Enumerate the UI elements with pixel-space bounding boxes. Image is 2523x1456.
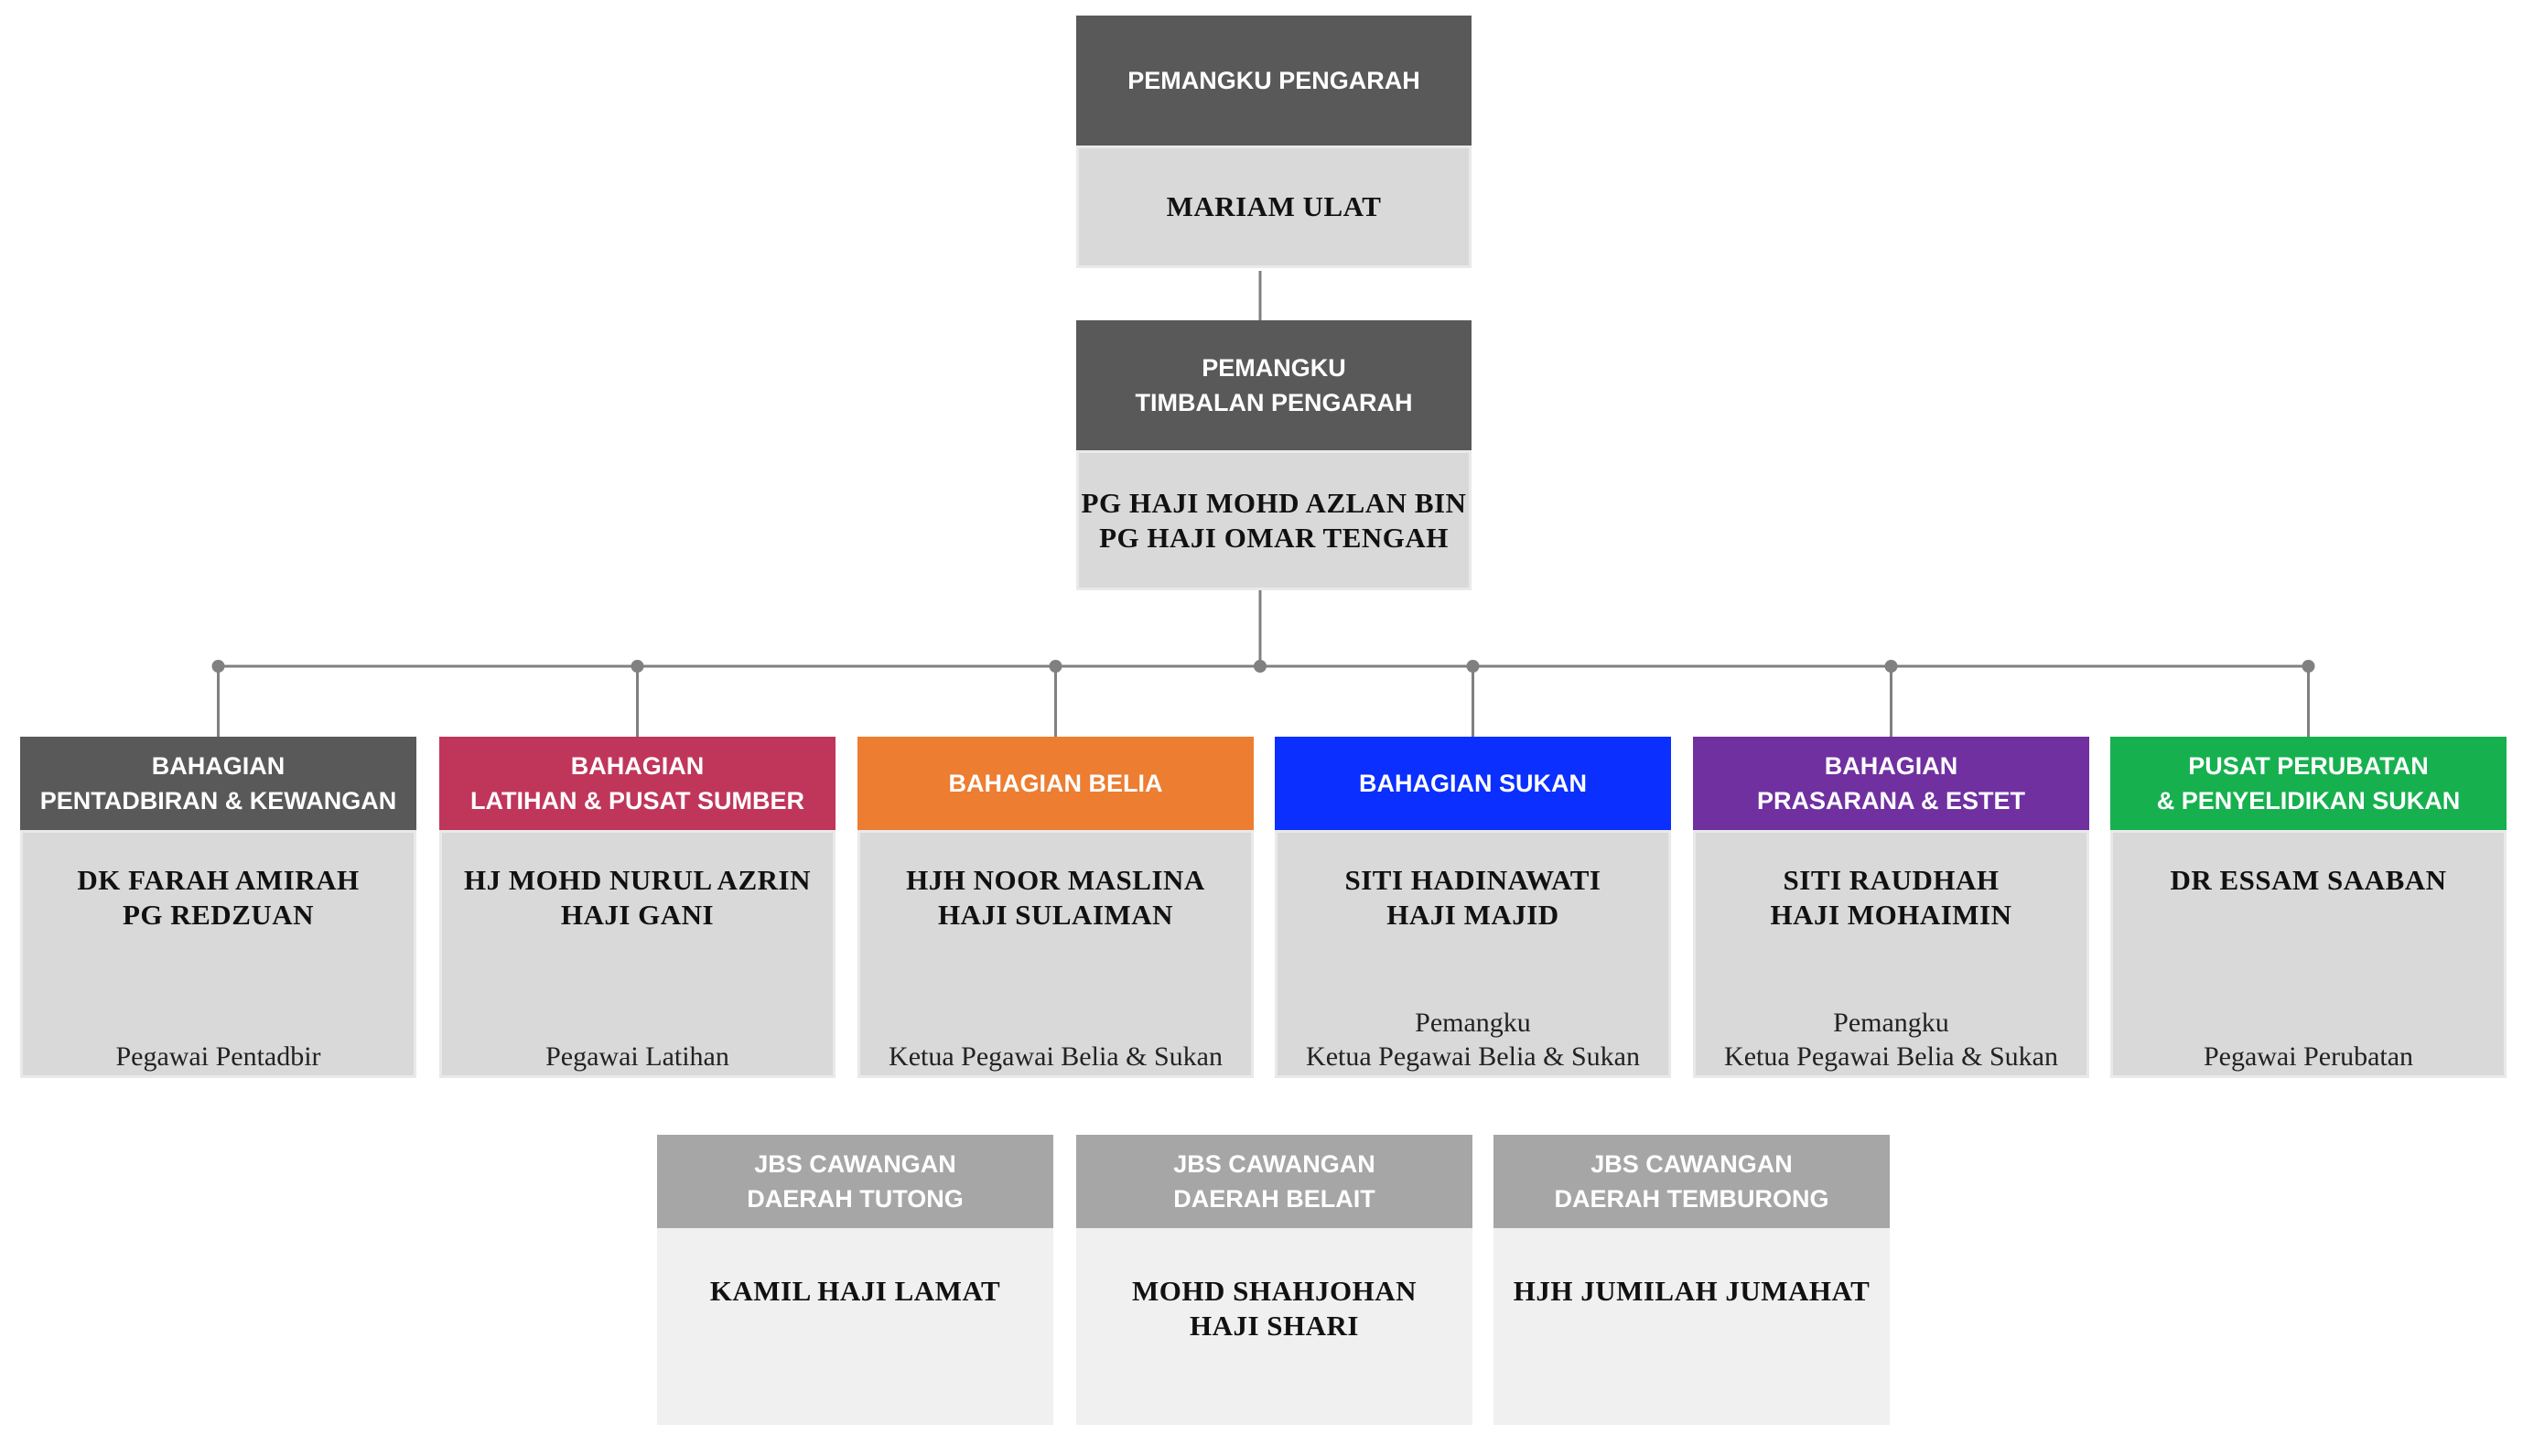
- division-title: BAHAGIAN PENTADBIRAN & KEWANGAN: [20, 737, 416, 830]
- division-title-line-1: BAHAGIAN: [570, 752, 705, 780]
- division-title-line-1: BAHAGIAN SUKAN: [1359, 770, 1587, 797]
- division-name-line-1: DK FARAH AMIRAH: [77, 864, 360, 896]
- division-head-role: Pegawai Latihan: [545, 1000, 729, 1073]
- division-title-line-2: PENTADBIRAN & KEWANGAN: [39, 787, 397, 814]
- division-role-line-1: Ketua Pegawai Belia & Sukan: [889, 1041, 1223, 1072]
- deputy-title-line-2: TIMBALAN PENGARAH: [1135, 389, 1413, 416]
- branch-name-line-1: HJH JUMILAH JUMAHAT: [1513, 1275, 1871, 1307]
- branch-title-line-1: JBS CAWANGAN: [754, 1150, 956, 1178]
- division-name-line-1: HJH NOOR MASLINA: [906, 864, 1205, 896]
- branch-box: JBS CAWANGAN DAERAH TEMBURONG HJH JUMILAH …: [1493, 1135, 1890, 1425]
- branch-box: JBS CAWANGAN DAERAH TUTONG KAMIL HAJI LAMA…: [657, 1135, 1053, 1425]
- division-box: BAHAGIAN PENTADBIRAN & KEWANGAN DK FARAH A…: [20, 737, 416, 1078]
- deputy-name-line-1: PG HAJI MOHD AZLAN BIN: [1081, 486, 1467, 519]
- division-role-line-1: Pegawai Perubatan: [2203, 1041, 2414, 1072]
- deputy-name-line-2: PG HAJI OMAR TENGAH: [1099, 521, 1449, 554]
- division-name-line-2: HAJI GANI: [560, 899, 715, 931]
- branch-body: KAMIL HAJI LAMAT: [657, 1228, 1053, 1425]
- division-title: PUSAT PERUBATAN & PENYELIDIKAN SUKAN: [2110, 737, 2507, 830]
- deputy-box: PEMANGKU TIMBALAN PENGARAH PG HAJI MOHD …: [1076, 320, 1472, 590]
- division-role-line-1: Pemangku: [1415, 1008, 1531, 1038]
- division-box: PUSAT PERUBATAN & PENYELIDIKAN SUKAN DR ES…: [2110, 737, 2507, 1078]
- division-drops: [211, 660, 2315, 737]
- branch-title: JBS CAWANGAN DAERAH TUTONG: [657, 1135, 1053, 1228]
- director-title-text: PEMANGKU PENGARAH: [1127, 67, 1420, 94]
- branch-title-line-2: DAERAH TUTONG: [747, 1185, 964, 1213]
- division-drop-dot: [1466, 660, 1480, 673]
- branch-title-line-1: JBS CAWANGAN: [1590, 1150, 1793, 1178]
- division-title: BAHAGIAN PRASARANA & ESTET: [1693, 737, 2089, 830]
- division-name-line-2: HAJI MAJID: [1386, 899, 1559, 931]
- division-title-line-1: PUSAT PERUBATAN: [2188, 752, 2429, 780]
- division-name-line-2: HAJI MOHAIMIN: [1770, 899, 2012, 931]
- division-title-line-1: BAHAGIAN BELIA: [948, 770, 1163, 797]
- division-title: BAHAGIAN SUKAN: [1275, 737, 1671, 830]
- division-head-name: DR ESSAM SAABAN: [2170, 863, 2446, 1000]
- division-role-line-1: Pegawai Latihan: [545, 1041, 729, 1072]
- director-body: MARIAM ULAT: [1076, 146, 1472, 268]
- division-title-line-2: & PENYELIDIKAN SUKAN: [2156, 787, 2461, 814]
- branch-title-line-2: DAERAH TEMBURONG: [1554, 1185, 1829, 1213]
- director-box: PEMANGKU PENGARAH MARIAM ULAT: [1076, 16, 1472, 268]
- division-box: BAHAGIAN LATIHAN & PUSAT SUMBER HJ MOHD NU…: [439, 737, 836, 1078]
- division-drop-dot: [631, 660, 644, 673]
- division-title-line-2: PRASARANA & ESTET: [1756, 787, 2026, 814]
- branch-name-line-2: HAJI SHARI: [1189, 1310, 1359, 1342]
- division-drop-dot: [2302, 660, 2315, 673]
- division-title: BAHAGIAN LATIHAN & PUSAT SUMBER: [439, 737, 836, 830]
- branch-name-line-1: MOHD SHAHJOHAN: [1132, 1275, 1417, 1307]
- division-name-line-1: SITI RAUDHAH: [1783, 864, 2000, 896]
- division-role-line-2: Ketua Pegawai Belia & Sukan: [1724, 1041, 2058, 1072]
- division-name-line-1: DR ESSAM SAABAN: [2170, 864, 2447, 896]
- division-role-line-1: Pegawai Pentadbir: [115, 1041, 321, 1072]
- branch-title-line-1: JBS CAWANGAN: [1173, 1150, 1375, 1178]
- director-name: MARIAM ULAT: [1166, 190, 1382, 222]
- deputy-body: PG HAJI MOHD AZLAN BIN PG HAJI OMAR TENG…: [1076, 450, 1472, 590]
- division-head-role: Pegawai Perubatan: [2204, 1000, 2413, 1073]
- branch-title: JBS CAWANGAN DAERAH TEMBURONG: [1493, 1135, 1890, 1228]
- division-name-line-1: SITI HADINAWATI: [1344, 864, 1601, 896]
- division-drop-dot: [1049, 660, 1062, 673]
- branch-name-line-1: KAMIL HAJI LAMAT: [709, 1275, 1001, 1307]
- division-head-role: Ketua Pegawai Belia & Sukan: [889, 1000, 1223, 1073]
- deputy-title: PEMANGKU TIMBALAN PENGARAH: [1076, 320, 1472, 450]
- division-body: DR ESSAM SAABAN Pegawai Perubatan: [2110, 830, 2507, 1078]
- division-head-role: Pegawai Pentadbir: [115, 1000, 320, 1073]
- division-role-line-2: Ketua Pegawai Belia & Sukan: [1306, 1041, 1640, 1072]
- division-title: BAHAGIAN BELIA: [857, 737, 1254, 830]
- division-drop-dot: [211, 660, 225, 673]
- division-drop-dot: [1884, 660, 1898, 673]
- division-title-line-2: LATIHAN & PUSAT SUMBER: [470, 787, 804, 814]
- division-name-line-1: HJ MOHD NURUL AZRIN: [464, 864, 811, 896]
- deputy-title-line-1: PEMANGKU: [1202, 354, 1346, 382]
- division-title-line-1: BAHAGIAN: [1824, 752, 1958, 780]
- branch-title: JBS CAWANGAN DAERAH BELAIT: [1076, 1135, 1472, 1228]
- division-name-line-2: HAJI SULAIMAN: [937, 899, 1174, 931]
- branch-body: HJH JUMILAH JUMAHAT: [1493, 1228, 1890, 1425]
- branch-title-line-2: DAERAH BELAIT: [1173, 1185, 1375, 1213]
- division-title-line-1: BAHAGIAN: [151, 752, 286, 780]
- division-role-line-1: Pemangku: [1833, 1008, 1949, 1038]
- bus-center-dot: [1254, 660, 1267, 673]
- director-title: PEMANGKU PENGARAH: [1076, 16, 1472, 146]
- division-name-line-2: PG REDZUAN: [122, 899, 315, 931]
